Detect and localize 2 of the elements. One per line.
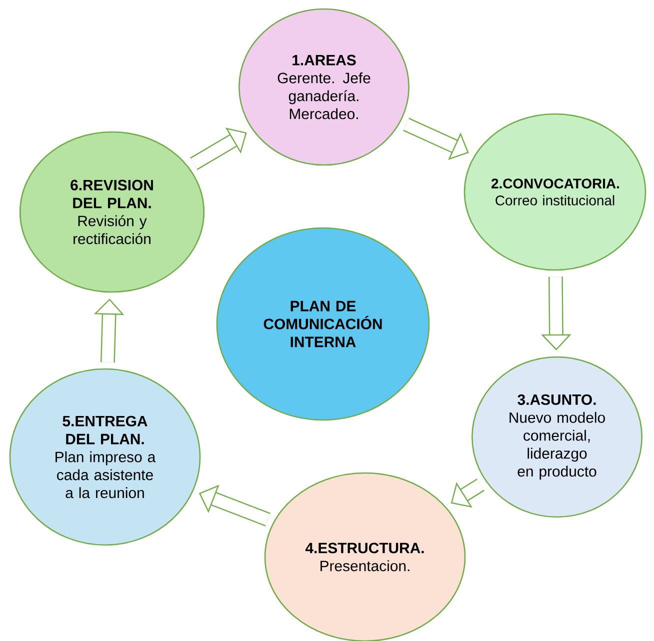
block-arrow [403,118,469,160]
block-arrow [190,128,247,170]
